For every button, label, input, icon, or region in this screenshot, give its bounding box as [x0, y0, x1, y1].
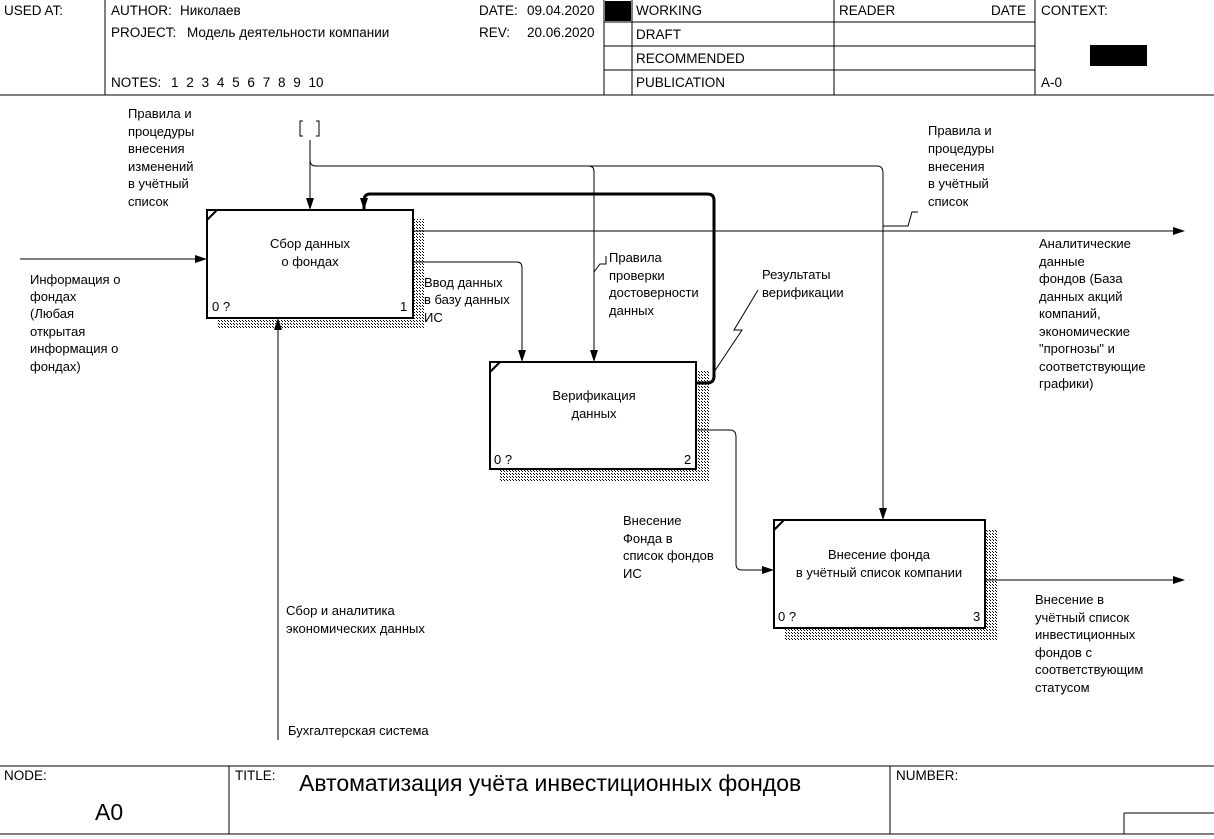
footer-frame: [0, 765, 1214, 835]
status-working-marker: [605, 1, 631, 21]
label-output-analytics: Аналитические данные фондов (База данных…: [1039, 236, 1149, 391]
notes-label: NOTES:: [111, 75, 161, 90]
arrow-fund-entry[interactable]: [697, 429, 774, 574]
activity-box-2[interactable]: Верификация данных 0 ? 2: [489, 361, 710, 481]
label-data-entry: Ввод данных в базу данных ИС: [424, 275, 513, 325]
squiggle-validation-rules: [593, 256, 607, 273]
reader-label: READER: [839, 3, 896, 18]
activity-3-cost: 0 ?: [778, 609, 796, 624]
date-value: 09.04.2020: [527, 3, 595, 18]
status-working: WORKING: [636, 3, 702, 18]
author-value: Николаев: [180, 3, 241, 18]
date-label: DATE:: [479, 3, 518, 18]
diagram-title: Автоматизация учёта инвестиционных фондо…: [299, 770, 801, 796]
status-publication: PUBLICATION: [636, 75, 725, 90]
activity-1-name-line-1: Сбор данных: [270, 236, 350, 251]
label-feedback-results: Результаты верификации: [762, 267, 844, 300]
label-mechanism-accounting: Бухгалтерская система: [288, 723, 429, 738]
reader-date-label: DATE: [991, 3, 1026, 18]
node-value: A0: [95, 799, 123, 825]
arrow-control-branch-box3[interactable]: [589, 165, 887, 520]
notes-numbers: 1 2 3 4 5 6 7 8 9 10: [171, 75, 324, 90]
author-label: AUTHOR:: [111, 3, 172, 18]
arrow-feedback-results[interactable]: [360, 192, 716, 385]
label-output-registered: Внесение в учётный список инвестиционных…: [1035, 592, 1147, 695]
squiggle-feedback: [713, 289, 759, 373]
label-mechanism-analytics: Сбор и аналитика экономических данных: [286, 603, 425, 636]
activity-3-number: 3: [973, 609, 980, 624]
activity-2-name-line-1: Верификация: [552, 388, 635, 403]
context-thumbnail: [1090, 45, 1147, 66]
label-control-rules-change: Правила и процедуры внесения изменений в…: [128, 106, 198, 209]
activity-3-name-line-2: в учётный список компании: [796, 565, 962, 580]
activity-1-name-line-2: о фондах: [281, 254, 339, 269]
used-at-label: USED AT:: [4, 3, 63, 18]
label-input-info: Информация о фондах (Любая открытая инфо…: [30, 272, 124, 374]
context-node: A-0: [1041, 75, 1062, 90]
status-draft: DRAFT: [636, 27, 681, 42]
activity-1-cost: 0 ?: [212, 299, 230, 314]
project-value: Модель деятельности компании: [187, 25, 389, 40]
status-recommended: RECOMMENDED: [636, 51, 745, 66]
title-label: TITLE:: [235, 768, 276, 783]
context-label: CONTEXT:: [1041, 3, 1108, 18]
project-label: PROJECT:: [111, 25, 176, 40]
squiggle-rules-add: [883, 211, 918, 227]
label-validation-rules: Правила проверки достоверности данных: [609, 250, 702, 318]
number-label: NUMBER:: [896, 768, 958, 783]
activity-3-name-line-1: Внесение фонда: [828, 547, 931, 562]
arrow-data-entry[interactable]: [413, 261, 526, 362]
node-label: NODE:: [4, 768, 47, 783]
activity-box-1[interactable]: Сбор данных о фондах 0 ? 1: [206, 209, 424, 328]
activity-1-number: 1: [400, 299, 407, 314]
tunnel-bracket-icon: [299, 120, 320, 137]
activity-2-cost: 0 ?: [494, 452, 512, 467]
rev-value: 20.06.2020: [527, 25, 595, 40]
label-fund-entry: Внесение Фонда в список фондов ИС: [623, 513, 717, 581]
activity-2-number: 2: [684, 452, 691, 467]
activity-box-3[interactable]: Внесение фонда в учётный список компании…: [773, 519, 997, 641]
label-control-rules-add: Правила и процедуры внесения в учётный с…: [928, 123, 998, 209]
header-frame: [0, 0, 1214, 96]
rev-label: REV:: [479, 25, 510, 40]
activity-2-name-line-2: данных: [571, 406, 617, 421]
